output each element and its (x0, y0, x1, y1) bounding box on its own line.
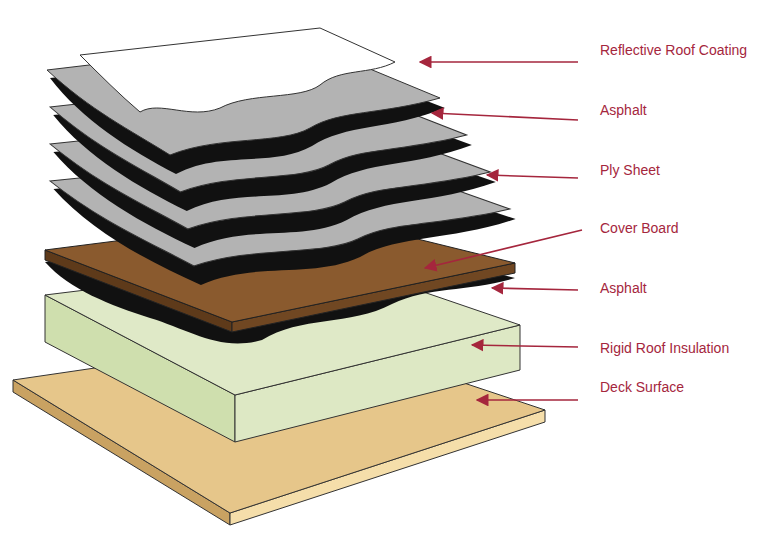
leader-arrow (472, 345, 578, 347)
layer-label: Reflective Roof Coating (600, 41, 747, 59)
layer-label: Asphalt (600, 279, 647, 297)
layer-label: Rigid Roof Insulation (600, 339, 729, 357)
layer-label: Deck Surface (600, 378, 684, 396)
leader-arrow (492, 288, 578, 290)
leader-arrow (477, 399, 578, 401)
layer-label: Asphalt (600, 101, 647, 119)
leader-arrow (487, 175, 578, 178)
reflective-coating (80, 28, 395, 112)
leader-arrow (420, 61, 578, 63)
leader-arrow (425, 230, 582, 268)
layer-label: Cover Board (600, 219, 679, 237)
leader-arrow (432, 113, 578, 120)
layer-label: Ply Sheet (600, 161, 660, 179)
